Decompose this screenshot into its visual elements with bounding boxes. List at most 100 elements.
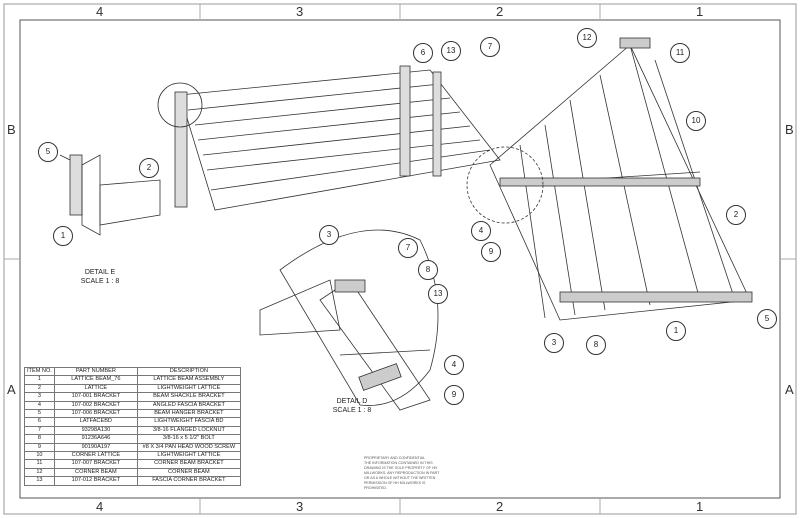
bom-cell-part: 107-007 BRACKET (53, 459, 138, 469)
bom-cell-item: 2 (24, 383, 55, 394)
balloon-13: 13 (441, 41, 461, 61)
balloon-12: 12 (577, 28, 597, 48)
detail-d-title: DETAIL D (336, 398, 368, 405)
zone-row-b-right: B (785, 122, 794, 137)
balloon-3: 3 (544, 333, 564, 353)
bom-cell-description: 3/8-16 FLANGED LOCKNUT (136, 425, 241, 436)
bom-cell-part: CORNER LATTICE (53, 451, 138, 461)
bom-cell-description: LIGHTWEIGHT LATTICE (136, 451, 241, 461)
zone-ticks (4, 4, 796, 514)
bom-cell-part: 91236A646 (53, 434, 138, 444)
zone-column-1: 1 (696, 4, 704, 19)
bom-cell-item: 9 (24, 442, 55, 453)
balloon-2: 2 (726, 205, 746, 225)
zone-row-a-right: A (785, 382, 794, 397)
detail-d-label: DETAIL D SCALE 1 : 8 (322, 397, 382, 415)
bom-cell-item: 10 (24, 451, 55, 461)
bom-header-item: ITEM NO. (24, 366, 55, 377)
detail-d-balloon-8: 8 (418, 260, 438, 280)
detail-d-balloon-7: 7 (398, 238, 418, 258)
bom-cell-item: 8 (24, 434, 55, 444)
bom-cell-description: LIGHTWEIGHT LATTICE (136, 383, 241, 394)
bom-cell-part: LATTICE (53, 383, 138, 394)
detail-e-title: DETAIL E (84, 269, 116, 276)
balloon-6: 6 (413, 43, 433, 63)
balloon-8: 8 (586, 335, 606, 355)
detail-d-balloon-13: 13 (428, 284, 448, 304)
bom-cell-description: 3/8-16 x 5 1/2" BOLT (136, 434, 241, 444)
bom-cell-part: 93298A130 (53, 425, 138, 436)
balloon-10: 10 (686, 111, 706, 131)
bom-cell-item: 5 (24, 409, 55, 419)
bom-cell-description: LATTICE BEAM ASSEMBLY (136, 375, 241, 385)
balloon-1: 1 (666, 321, 686, 341)
bom-cell-description: #8 X 3/4 PAN HEAD WOOD SCREW (136, 442, 241, 453)
bom-cell-item: 6 (24, 417, 55, 427)
zone-column-4: 4 (96, 4, 104, 19)
bom-cell-part: 107-001 BRACKET (53, 392, 138, 402)
detail-e-balloon-1: 1 (53, 226, 73, 246)
balloon-5: 5 (757, 309, 777, 329)
balloon-11: 11 (670, 43, 690, 63)
bom-cell-item: 12 (24, 467, 55, 478)
bom-cell-part: LATTICE BEAM_76 (53, 375, 138, 385)
notice-body: THE INFORMATION CONTAINED IN THIS DRAWIN… (364, 461, 440, 490)
detail-d-view (259, 229, 439, 411)
bom-cell-item: 1 (24, 375, 55, 385)
zone-column-4-bottom: 4 (96, 499, 104, 514)
detail-e-balloon-5: 5 (38, 142, 58, 162)
balloon-9: 9 (481, 242, 501, 262)
bom-cell-description: ANGLED FASCIA BRACKET (136, 400, 241, 411)
zone-row-a: A (7, 382, 16, 397)
detail-e-view (59, 154, 161, 236)
balloon-4: 4 (471, 221, 491, 241)
bom-cell-item: 4 (24, 400, 55, 411)
bom-cell-description: LIGHTWEIGHT FASCIA BD (136, 417, 241, 427)
detail-d-balloon-4: 4 (444, 355, 464, 375)
bom-cell-description: BEAM HANGER BRACKET (136, 409, 241, 419)
bom-cell-part: LATFACEBD (53, 417, 138, 427)
zone-column-2-bottom: 2 (496, 499, 504, 514)
zone-column-3-bottom: 3 (296, 499, 304, 514)
detail-d-balloon-3: 3 (319, 225, 339, 245)
zone-row-b: B (7, 122, 16, 137)
bom-header-part: PART NUMBER (53, 366, 138, 377)
balloon-7: 7 (480, 37, 500, 57)
bom-cell-part: 107-012 BRACKET (53, 476, 138, 486)
bom-cell-description: FASCIA CORNER BRACKET (136, 476, 241, 486)
main-assembly-view (157, 37, 753, 321)
bom-header-description: DESCRIPTION (136, 366, 241, 377)
notice-title: PROPRIETARY AND CONFIDENTIAL (364, 456, 426, 460)
bom-cell-part: 90190A197 (53, 442, 138, 453)
bom-cell-item: 3 (24, 392, 55, 402)
detail-e-scale: SCALE 1 : 8 (80, 278, 120, 285)
detail-e-label: DETAIL E SCALE 1 : 8 (70, 268, 130, 286)
detail-d-scale: SCALE 1 : 8 (332, 407, 372, 414)
bom-cell-part: CORNER BEAM (53, 467, 138, 478)
bom-cell-part: 107-002 BRACKET (53, 400, 138, 411)
zone-column-2: 2 (496, 4, 504, 19)
bom-cell-item: 11 (24, 459, 55, 469)
bom-cell-description: CORNER BEAM (136, 467, 241, 478)
bom-cell-description: BEAM SHACKLE BRACKET (136, 392, 241, 402)
detail-d-balloon-9: 9 (444, 385, 464, 405)
bom-cell-part: 107-006 BRACKET (53, 409, 138, 419)
bom-cell-item: 7 (24, 425, 55, 436)
bom-cell-item: 13 (24, 476, 55, 486)
zone-column-3: 3 (296, 4, 304, 19)
proprietary-notice: PROPRIETARY AND CONFIDENTIAL THE INFORMA… (364, 456, 444, 491)
